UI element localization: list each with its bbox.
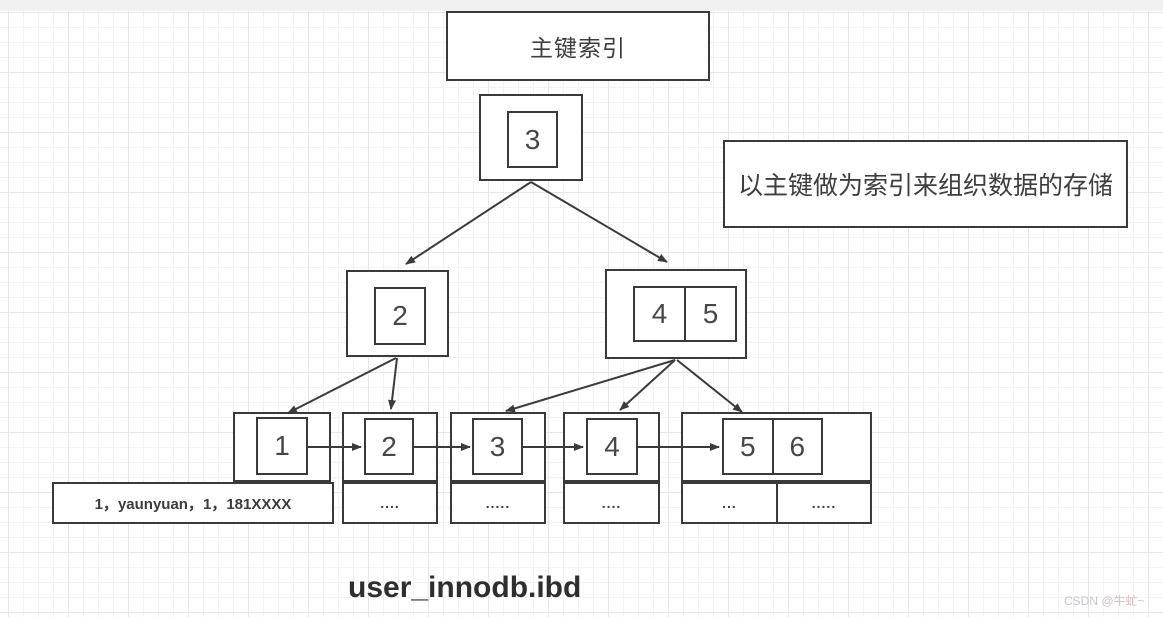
data-row-leaf-6: ..... xyxy=(776,482,872,524)
data-row-leaf-1: 1，yaunyuan，1，181XXXX xyxy=(52,482,334,524)
internal-right-key-1: 4 xyxy=(651,298,668,329)
leaf-1-key-cell: 1 xyxy=(256,417,308,475)
internal-left-key-cell: 2 xyxy=(374,287,426,345)
data-row-3-text: ..... xyxy=(485,495,511,511)
data-row-1-text: 1，yaunyuan，1，181XXXX xyxy=(94,495,292,513)
data-row-6-text: ..... xyxy=(811,495,837,511)
internal-right-key-cell-2: 5 xyxy=(684,286,737,342)
edge-root-to-internal-right xyxy=(530,181,668,263)
leaf-5-key: 5 xyxy=(739,430,756,462)
file-label: user_innodb.ibd xyxy=(348,571,582,604)
data-row-leaf-3: ..... xyxy=(450,482,546,524)
leaf-4-key: 4 xyxy=(604,430,620,462)
root-key: 3 xyxy=(524,123,541,155)
data-row-2-text: .... xyxy=(380,495,400,511)
data-row-leaf-2: .... xyxy=(342,482,438,524)
edge-internal-right-to-leaf-3 xyxy=(505,359,676,413)
watermark: CSDN @牛虻~ xyxy=(1064,592,1145,609)
data-row-4-text: .... xyxy=(601,495,622,511)
leaf-2-key-cell: 2 xyxy=(364,418,414,475)
title-box: 主键索引 xyxy=(446,11,710,81)
edge-internal-left-to-leaf-2 xyxy=(388,357,398,410)
canvas-top-strip xyxy=(0,0,1163,11)
watermark-site: CSDN xyxy=(1064,594,1102,608)
edge-internal-right-to-leaf-5-6 xyxy=(676,359,743,413)
data-row-leaf-5: ... xyxy=(681,482,778,524)
edge-internal-left-to-leaf-1 xyxy=(287,357,397,414)
title-label: 主键索引 xyxy=(530,35,626,61)
internal-right-key-cells: 4 5 xyxy=(633,286,737,342)
note-label: 以主键做为索引来组织数据的存储 xyxy=(737,172,1113,200)
internal-left-key: 2 xyxy=(392,300,408,331)
data-row-5-text: ... xyxy=(722,495,737,511)
edge-root-to-internal-left xyxy=(405,181,532,265)
internal-right-key-2: 5 xyxy=(702,298,719,329)
root-key-cell: 3 xyxy=(507,111,558,168)
leaf-5-key-cell: 5 xyxy=(722,418,774,475)
edge-internal-right-to-leaf-4 xyxy=(619,359,676,411)
leaf-1-key: 1 xyxy=(274,430,290,461)
data-row-leaf-4: .... xyxy=(563,482,660,524)
leaf-6-key: 6 xyxy=(789,430,806,462)
internal-right-key-cell-1: 4 xyxy=(633,286,686,342)
leaf-2-key: 2 xyxy=(381,430,397,462)
leaf-5-6-key-cells: 5 6 xyxy=(722,418,823,475)
watermark-author: @牛虻~ xyxy=(1101,594,1145,608)
leaf-4-key-cell: 4 xyxy=(586,418,638,475)
note-box: 以主键做为索引来组织数据的存储 xyxy=(723,140,1128,228)
leaf-3-key: 3 xyxy=(489,430,506,462)
leaf-3-key-cell: 3 xyxy=(472,418,523,475)
leaf-6-key-cell: 6 xyxy=(771,418,823,475)
